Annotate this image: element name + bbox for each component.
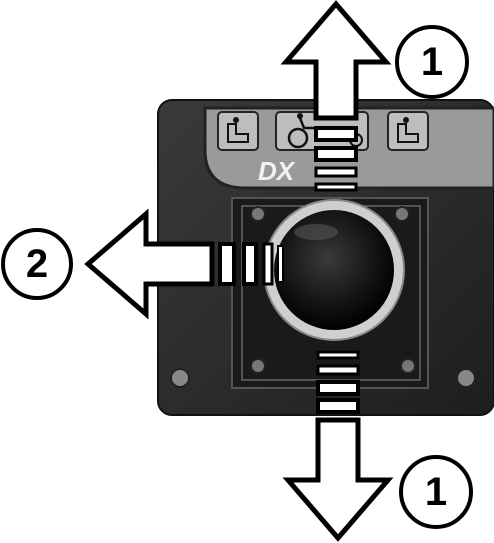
- callout-down: 1: [399, 455, 473, 529]
- callout-label: 1: [425, 470, 447, 514]
- joystick-knob: [263, 199, 405, 341]
- seat-front-icon: [387, 111, 429, 151]
- panel-logo: DX: [258, 156, 296, 186]
- screw-icon: [456, 368, 476, 388]
- callout-label: 2: [26, 242, 48, 286]
- up-arrow-icon: [280, 0, 392, 192]
- callout-up: 1: [395, 25, 469, 99]
- seat-rear-icon: [217, 111, 259, 151]
- screw-icon: [170, 368, 190, 388]
- left-arrow-icon: [84, 208, 284, 320]
- callout-label: 1: [421, 40, 443, 84]
- callout-left: 2: [1, 228, 73, 300]
- down-arrow-icon: [282, 350, 394, 542]
